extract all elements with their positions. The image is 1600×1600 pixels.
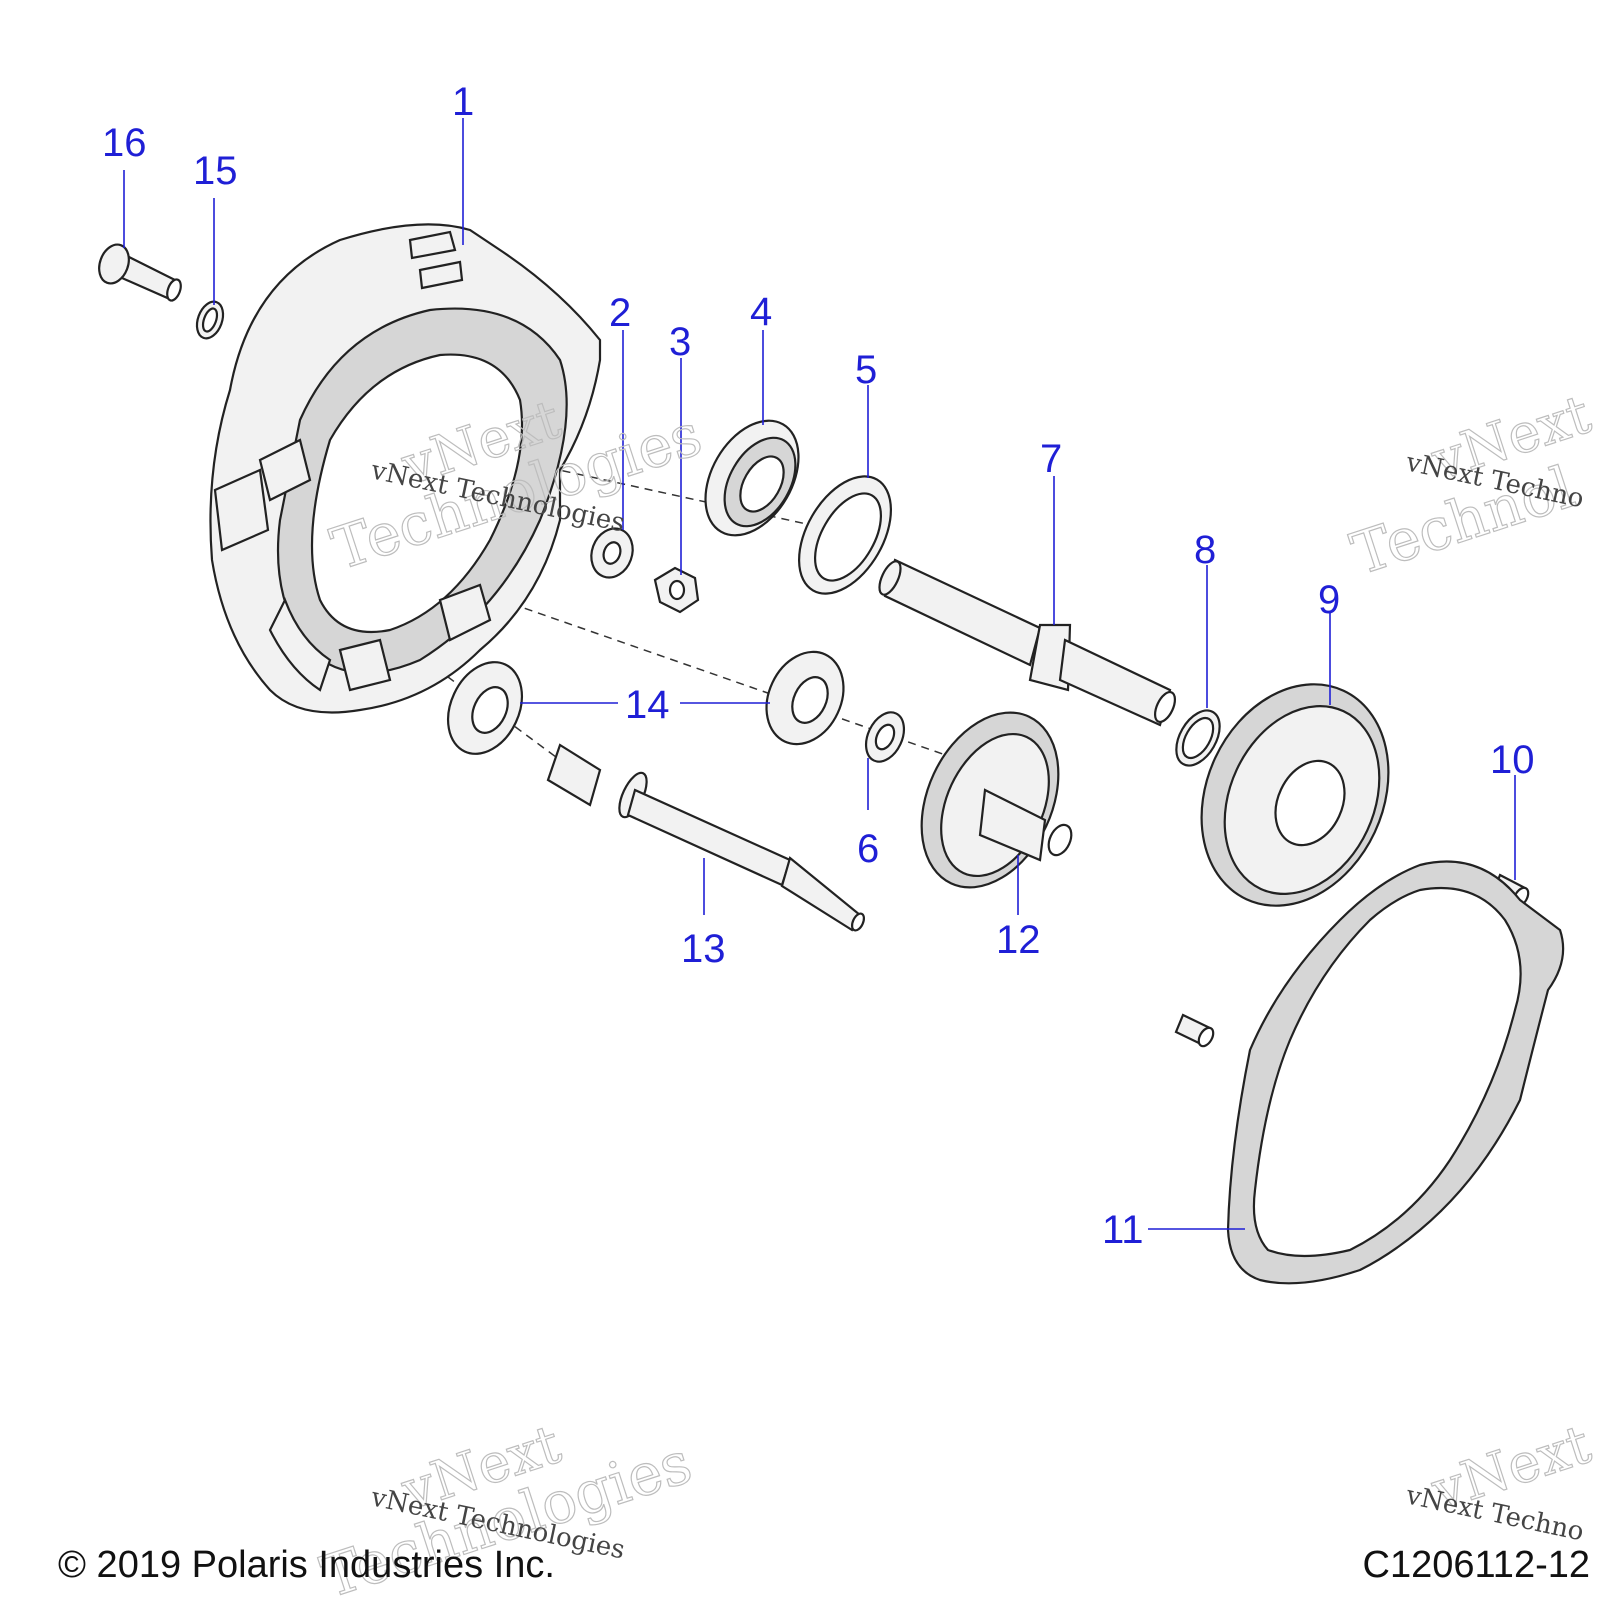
- bearing-14-left: [447, 661, 523, 755]
- dowel-pin-bottom: [1174, 1013, 1215, 1048]
- callouts: 1 2 3 4 5 6 7 8 9 10 11 12 13 14 15 16: [102, 80, 1535, 1252]
- seal-5: [797, 475, 893, 595]
- leader-lines: [123, 118, 1516, 1230]
- callout-9: 9: [1318, 578, 1340, 622]
- callout-4: 4: [750, 290, 772, 334]
- callout-10: 10: [1490, 738, 1535, 782]
- bearing-14-right: [765, 650, 845, 746]
- nut: [653, 566, 700, 614]
- bolt: [98, 243, 182, 302]
- callout-7: 7: [1040, 437, 1062, 481]
- housing: [209, 223, 602, 714]
- washer-6: [864, 711, 906, 763]
- callout-15: 15: [193, 149, 238, 193]
- cluster-gear: [920, 711, 1073, 889]
- gasket: [1226, 860, 1565, 1285]
- washer-2: [590, 527, 634, 579]
- callout-12: 12: [996, 918, 1041, 962]
- callout-1: 1: [452, 80, 474, 124]
- large-gear: [1200, 683, 1390, 907]
- copyright-text: © 2019 Polaris Industries Inc.: [58, 1544, 555, 1586]
- callout-3: 3: [669, 320, 691, 364]
- callout-14: 14: [625, 683, 670, 727]
- o-ring: [195, 300, 225, 340]
- callout-2: 2: [609, 291, 631, 335]
- diagram-code: C1206112-12: [1363, 1544, 1590, 1586]
- callout-6: 6: [857, 827, 879, 871]
- callout-13: 13: [681, 927, 726, 971]
- snap-ring: [1175, 709, 1221, 767]
- watermark-right: vNext Technol vNext Techno: [1343, 382, 1599, 589]
- bearing-4: [704, 419, 800, 537]
- watermark-bottom-right: vNext vNext Techno: [1403, 1412, 1599, 1548]
- callout-16: 16: [102, 121, 147, 165]
- callout-11: 11: [1102, 1208, 1144, 1252]
- callout-8: 8: [1194, 528, 1216, 572]
- callout-5: 5: [855, 348, 877, 392]
- output-shaft: [878, 558, 1177, 727]
- input-shaft: [546, 743, 866, 932]
